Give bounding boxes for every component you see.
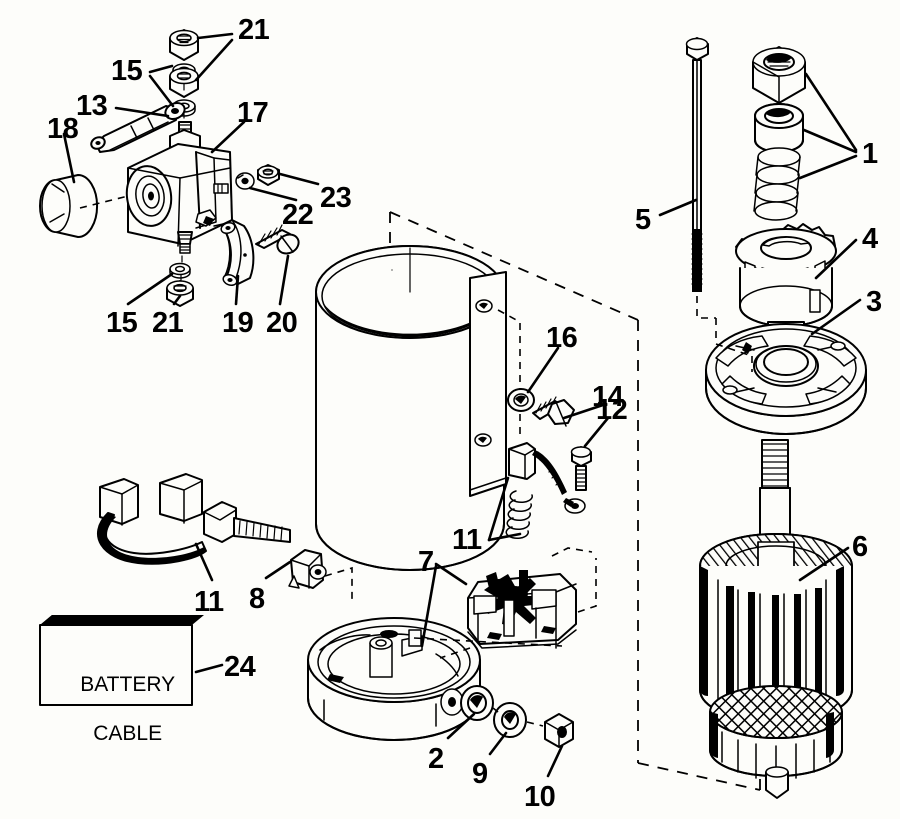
lock-washer-22-icon — [235, 172, 255, 190]
callout-8: 8 — [249, 583, 265, 615]
hex-nut-lower-icon — [166, 280, 194, 307]
callout-20: 20 — [266, 307, 298, 339]
battery-cable-label: BATTERY CABLE — [40, 648, 192, 772]
callout-16: 16 — [546, 322, 578, 354]
terminal-bracket-icon — [288, 549, 327, 589]
solenoid-assembly-group — [39, 29, 300, 307]
callout-24: 24 — [224, 651, 256, 683]
callout-21-lower: 21 — [152, 307, 184, 339]
callout-7: 7 — [418, 546, 434, 578]
callout-11-center: 11 — [452, 524, 482, 556]
flat-washer-icon — [493, 702, 527, 738]
hex-nut-mid-icon — [169, 67, 199, 98]
callout-1: 1 — [862, 138, 878, 170]
lock-nut-icon — [752, 46, 806, 104]
callout-2: 2 — [428, 743, 444, 775]
frame-fasteners-group — [505, 388, 592, 540]
end-plate-icon — [705, 318, 867, 435]
callout-19: 19 — [222, 307, 254, 339]
callout-13: 13 — [76, 90, 108, 122]
callout-11-left: 11 — [194, 586, 224, 618]
callout-17: 17 — [237, 97, 269, 129]
drive-stack-group — [735, 46, 837, 341]
callout-14: 14 — [592, 381, 624, 413]
callout-15-upper: 15 — [111, 55, 143, 87]
battery-cable-box-icon — [39, 615, 204, 706]
callout-10: 10 — [524, 781, 556, 813]
callout-18: 18 — [47, 113, 79, 145]
callout-22: 22 — [282, 199, 314, 231]
end-cap-group — [307, 617, 574, 748]
drive-pinion-icon — [735, 223, 837, 341]
brush-set-group — [96, 473, 353, 600]
solenoid-boot-icon — [39, 174, 99, 238]
brush-spring-group — [505, 442, 586, 540]
spacer-collar-icon — [754, 103, 804, 153]
washer-16-icon — [507, 388, 535, 412]
motor-frame-icon — [315, 245, 521, 571]
hex-nut-10-icon — [544, 713, 574, 748]
callout-9: 9 — [472, 758, 488, 790]
brush-holder-icon — [413, 547, 597, 659]
seal-washer-icon — [460, 685, 494, 721]
callout-21-upper: 21 — [238, 14, 270, 46]
armature-icon — [699, 439, 853, 799]
callout-23: 23 — [320, 182, 352, 214]
hex-nut-upper-icon — [169, 29, 199, 61]
callout-6: 6 — [852, 531, 868, 563]
callout-3: 3 — [866, 286, 882, 318]
callout-4: 4 — [862, 223, 878, 255]
nut-23-icon — [257, 164, 280, 186]
callout-5: 5 — [635, 204, 651, 236]
thru-bolt-icon — [685, 37, 716, 319]
lock-washer-lower-icon — [169, 262, 191, 279]
shift-lever-icon — [220, 219, 255, 287]
screw-20-icon — [255, 224, 300, 255]
assembly-grouping-boundary — [389, 211, 761, 791]
solenoid-body-icon — [125, 121, 233, 254]
leader-lines — [62, 32, 862, 778]
plunger-link-icon — [90, 101, 186, 153]
callout-12: 12 — [596, 394, 628, 426]
battery-cable-line2: CABLE — [93, 722, 163, 746]
screw-14-icon — [532, 396, 575, 427]
screw-12-icon — [570, 446, 592, 491]
brush-spring-icon — [505, 490, 533, 540]
drive-spring-icon — [753, 147, 801, 221]
callout-15-lower: 15 — [106, 307, 138, 339]
battery-cable-line1: BATTERY — [80, 672, 176, 696]
